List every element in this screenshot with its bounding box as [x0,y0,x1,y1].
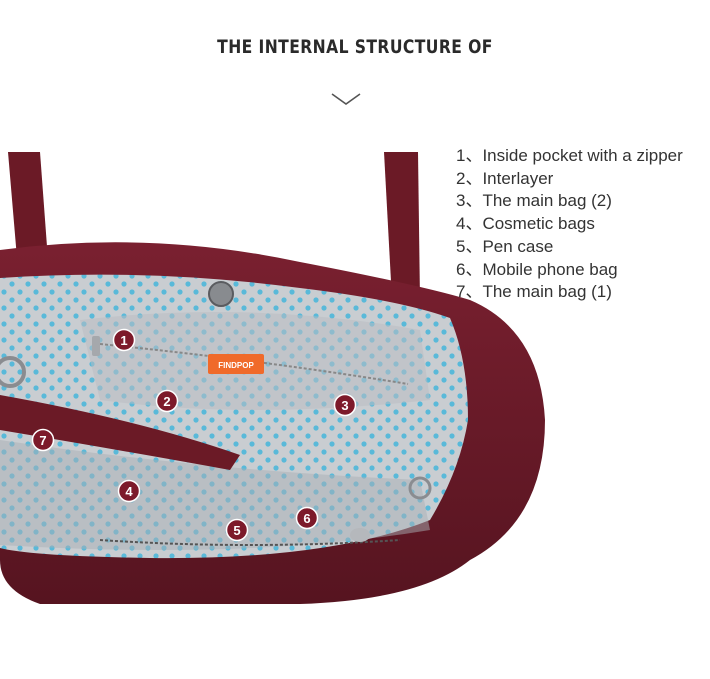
svg-text:6: 6 [303,511,310,526]
zipper-pull [350,528,370,542]
legend-item: 1、Inside pocket with a zipper [456,146,683,165]
snap-button [208,281,234,307]
svg-text:5: 5 [233,523,240,538]
legend-item: 5、Pen case [456,236,554,256]
legend-item: 3、The main bag (2) [456,191,612,211]
legend-item: 6、Mobile phone bag [456,259,618,279]
brand-tag [208,354,264,374]
legend-item: 2、Interlayer [456,168,554,188]
legend-item: 4、Cosmetic bags [456,214,595,234]
marker-2: 2 [155,389,179,413]
svg-text:1: 1 [120,333,127,348]
chevron-down-icon [331,93,361,105]
structure-legend: 1、Inside pocket with a zipper 2、Interlay… [456,145,683,304]
legend-item: 7、The main bag (1) [456,282,612,302]
svg-text:4: 4 [125,484,133,499]
marker-7: 7 [31,428,55,452]
brand-label: FINDPOP [218,361,254,370]
marker-1: 1 [112,328,136,352]
marker-4: 4 [117,479,141,503]
right-handle [384,152,420,300]
left-handle [8,152,48,270]
marker-6: 6 [295,506,319,530]
marker-5: 5 [225,518,249,542]
svg-text:7: 7 [39,433,46,448]
page-title: THE INTERNAL STRUCTURE OF [217,36,493,58]
svg-text:3: 3 [341,398,348,413]
svg-text:2: 2 [163,394,170,409]
zipper-pull [92,336,100,356]
marker-3: 3 [333,393,357,417]
